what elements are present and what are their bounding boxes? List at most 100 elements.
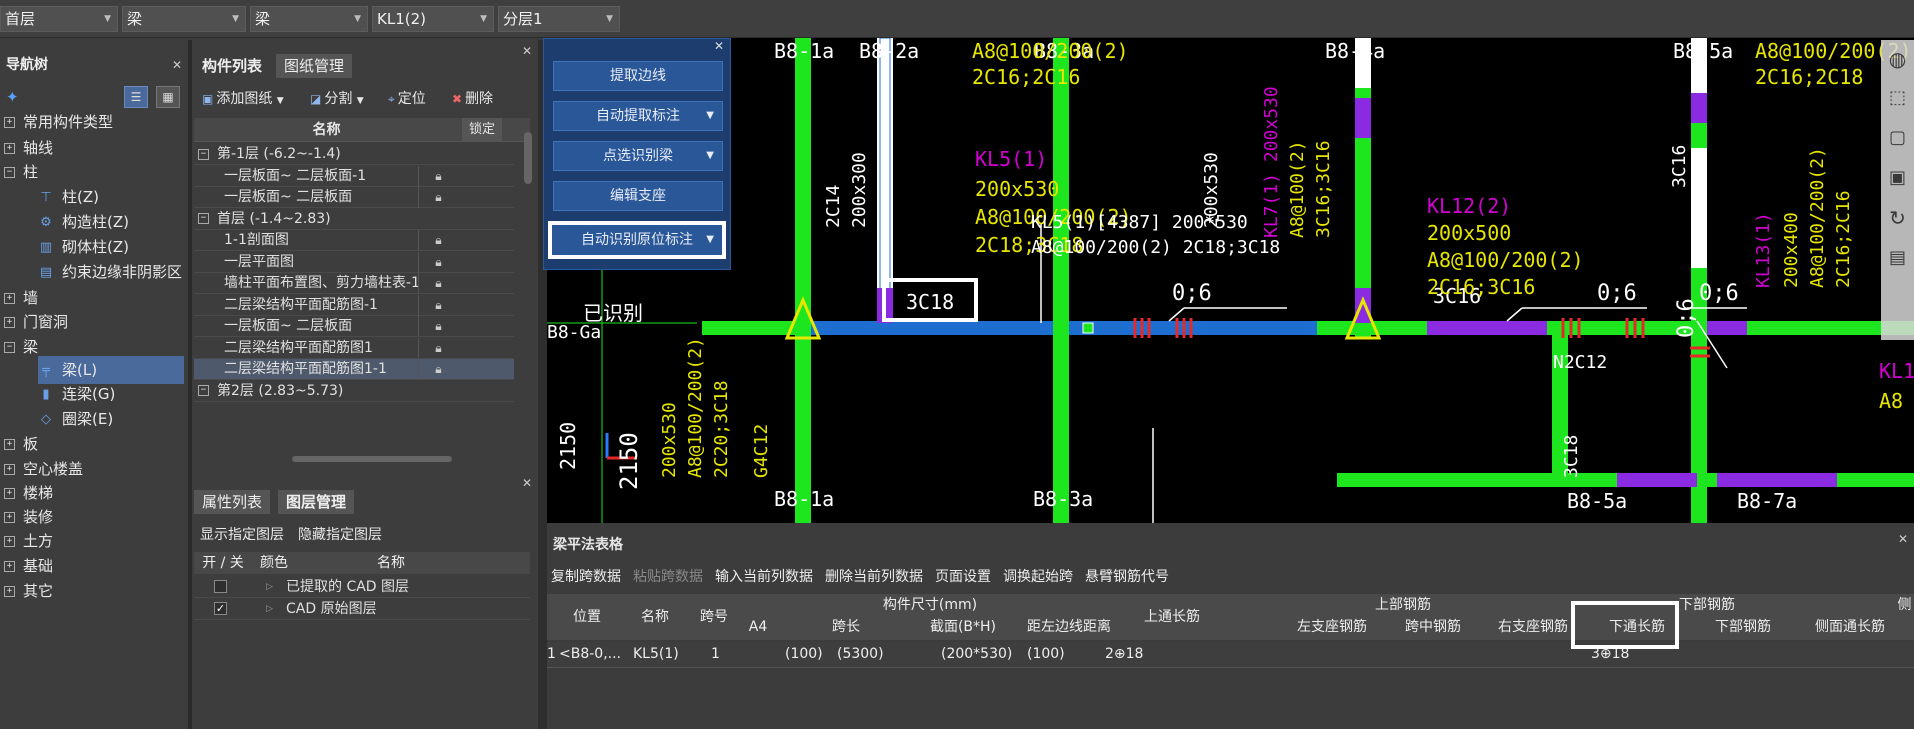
nav-item-hollow-slab[interactable]: +空心楼盖 xyxy=(0,455,188,483)
nav-item-axis[interactable]: +轴线 xyxy=(0,134,188,162)
layer-toggle-checkbox[interactable] xyxy=(214,580,227,593)
expand-icon[interactable]: + xyxy=(4,512,15,523)
collapse-icon[interactable]: − xyxy=(198,148,209,160)
nav-item-foundation[interactable]: +基础 xyxy=(0,552,188,580)
collapse-icon[interactable]: − xyxy=(4,167,15,178)
lock-icon[interactable]: 🔒︎ xyxy=(418,294,458,316)
lock-icon[interactable]: 🔒︎ xyxy=(418,187,458,208)
nav-item-wall[interactable]: +墙 xyxy=(0,284,188,312)
tab-property-list[interactable]: 属性列表 xyxy=(194,490,271,514)
cell-left-support[interactable] xyxy=(1287,642,1387,666)
nav-item-brick-column[interactable]: ▥砌体柱(Z) xyxy=(0,233,188,261)
horizontal-scrollbar[interactable] xyxy=(292,456,452,462)
nav-item-other[interactable]: +其它 xyxy=(0,577,188,605)
list-item[interactable]: 一层板面~ 二层板面🔒︎ xyxy=(194,187,514,208)
list-item[interactable]: 二层梁结构平面配筋图1-1🔒︎ xyxy=(194,359,514,380)
cell-name[interactable]: KL5(1) xyxy=(633,646,679,662)
splitter[interactable] xyxy=(188,40,192,729)
expand-icon[interactable]: + xyxy=(4,143,15,154)
table-tool-button[interactable]: 页面设置 xyxy=(935,569,991,585)
chevron-right-icon[interactable]: ▷ xyxy=(266,604,273,614)
nav-item-decoration[interactable]: +装修 xyxy=(0,503,188,531)
close-icon[interactable]: ✕ xyxy=(713,39,724,53)
cad-drawing[interactable]: B8-1a B8-2a B8-3a B8-4a B8-5a B8-1a B8-3… xyxy=(547,38,1914,523)
plan-view-icon[interactable]: ▢ xyxy=(1888,127,1906,148)
cell-top-through[interactable]: 2⊕18 xyxy=(1105,646,1144,662)
hide-layer-button[interactable]: 隐藏指定图层 xyxy=(298,527,382,543)
expand-icon[interactable]: + xyxy=(4,561,15,572)
nav-item-star[interactable]: +常用构件类型 xyxy=(0,108,188,136)
nav-item-column[interactable]: −柱 xyxy=(0,158,188,186)
lock-icon[interactable]: 🔒︎ xyxy=(418,273,458,294)
vertical-scrollbar[interactable] xyxy=(524,132,532,184)
locate-button[interactable]: ⌖定位 xyxy=(388,88,426,110)
3d-view-icon[interactable]: ⬚ xyxy=(1888,87,1906,108)
list-item[interactable]: 一层平面图🔒︎ xyxy=(194,251,514,273)
lock-icon[interactable]: 🔒︎ xyxy=(418,316,458,337)
tab-layer-management[interactable]: 图层管理 xyxy=(278,490,355,514)
delete-button[interactable]: ✖删除 xyxy=(452,88,493,110)
category-select[interactable]: 梁▼ xyxy=(122,6,246,32)
rotate-icon[interactable]: ↻ xyxy=(1889,206,1906,230)
extract-edge-button[interactable]: 提取边线 xyxy=(553,61,723,91)
cell-section[interactable]: (200*530) xyxy=(941,646,1013,662)
tab-drawing-management[interactable]: 图纸管理 xyxy=(276,54,353,78)
edit-support-button[interactable]: 编辑支座 xyxy=(553,181,723,211)
list-item[interactable]: 1-1剖面图🔒︎ xyxy=(194,230,514,251)
layer-toggle-checkbox[interactable]: ✓ xyxy=(214,602,227,615)
component-select[interactable]: KL1(2)▼ xyxy=(372,6,494,32)
cad-canvas[interactable]: B8-1a B8-2a B8-3a B8-4a B8-5a B8-1a B8-3… xyxy=(547,38,1914,523)
nav-item-slab[interactable]: +板 xyxy=(0,430,188,458)
layer-row[interactable]: ▷已提取的 CAD 图层 xyxy=(194,576,530,598)
table-icon[interactable]: ▤ xyxy=(1888,247,1906,268)
expand-icon[interactable]: + xyxy=(4,293,15,304)
list-group[interactable]: −第2层 (2.83~5.73) xyxy=(194,381,514,402)
close-icon[interactable]: ✕ xyxy=(171,58,182,72)
layer-select[interactable]: 分层1▼ xyxy=(498,6,620,32)
list-item[interactable]: 二层梁结构平面配筋图1🔒︎ xyxy=(194,337,514,359)
auto-extract-annotation-button[interactable]: 自动提取标注▼ xyxy=(553,101,723,131)
nav-item-beam[interactable]: ╤梁(L) xyxy=(38,356,184,384)
auto-recognize-in-situ-button[interactable]: 自动识别原位标注▼ xyxy=(548,221,726,259)
add-drawing-button[interactable]: ▣添加图纸 ▼ xyxy=(202,88,284,112)
nav-item-door-window[interactable]: +门窗洞 xyxy=(0,308,188,336)
list-view-icon[interactable]: ☰ xyxy=(124,86,148,108)
floor-select[interactable]: 首层▼ xyxy=(0,6,118,32)
list-group[interactable]: −第-1层 (-6.2~-1.4) xyxy=(194,144,514,165)
list-item[interactable]: 墙柱平面布置图、剪力墙柱表-1🔒︎ xyxy=(194,273,514,294)
nav-item-stair[interactable]: +楼梯 xyxy=(0,479,188,507)
nav-item-column[interactable]: ⊤柱(Z) xyxy=(0,183,188,211)
nav-item-ring-beam[interactable]: ◇圈梁(E) xyxy=(0,405,188,433)
cell-distance[interactable]: (100) xyxy=(1027,646,1065,662)
close-icon[interactable]: ✕ xyxy=(521,44,532,58)
table-tool-button[interactable]: 删除当前列数据 xyxy=(825,569,923,585)
cell-span[interactable]: 1 xyxy=(711,646,720,662)
globe-icon[interactable]: ◍ xyxy=(1888,47,1907,71)
cell-right-support[interactable] xyxy=(1479,642,1579,666)
tab-component-list[interactable]: 构件列表 xyxy=(194,54,271,78)
layer-row[interactable]: ✓▷CAD 原始图层 xyxy=(194,598,530,620)
cell-position[interactable]: <B8-0,... xyxy=(559,646,622,662)
collapse-icon[interactable]: − xyxy=(198,385,209,396)
nav-item-beam[interactable]: −梁 xyxy=(0,333,188,361)
table-tool-button[interactable]: 复制跨数据 xyxy=(551,569,621,585)
list-item[interactable]: 一层板面~ 二层板面-1🔒︎ xyxy=(194,165,514,187)
chevron-right-icon[interactable]: ▷ xyxy=(266,582,273,592)
expand-icon[interactable]: + xyxy=(4,439,15,450)
cube-icon[interactable]: ▣ xyxy=(1888,167,1906,188)
split-button[interactable]: ◪分割 ▼ xyxy=(310,88,364,112)
table-tool-button[interactable]: 粘贴跨数据 xyxy=(633,569,703,585)
table-tool-button[interactable]: 调换起始跨 xyxy=(1003,569,1073,585)
collapse-icon[interactable]: − xyxy=(198,213,209,224)
table-tool-button[interactable]: 悬臂钢筋代号 xyxy=(1085,569,1169,585)
type-select[interactable]: 梁▼ xyxy=(250,6,368,32)
list-item[interactable]: 二层梁结构平面配筋图-1🔒︎ xyxy=(194,294,514,316)
nav-item-boundary[interactable]: ▤约束边缘非阴影区 xyxy=(0,258,188,286)
lock-icon[interactable]: 🔒︎ xyxy=(418,230,458,251)
expand-icon[interactable]: + xyxy=(4,488,15,499)
cell-span-length[interactable]: (5300) xyxy=(837,646,884,662)
lock-icon[interactable]: 🔒︎ xyxy=(418,337,458,359)
lock-icon[interactable]: 🔒︎ xyxy=(418,359,458,380)
splitter[interactable] xyxy=(538,40,547,729)
pick-recognize-beam-button[interactable]: 点选识别梁▼ xyxy=(553,141,723,171)
